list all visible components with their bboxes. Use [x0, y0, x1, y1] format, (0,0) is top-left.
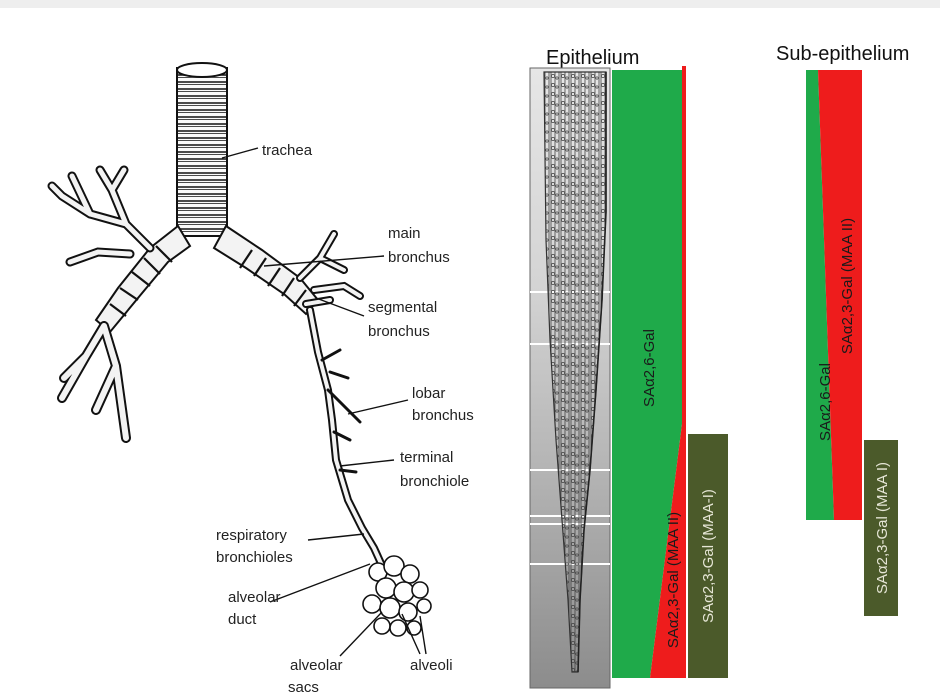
label-segmental-bronchus-1: segmental: [368, 299, 437, 316]
subepithelium-sa26-label: SAα2,6-Gal: [817, 363, 834, 441]
label-terminal-bronchiole-2: bronchiole: [400, 473, 469, 490]
label-respiratory-bronchioles-1: respiratory: [216, 527, 287, 544]
label-segmental-bronchus-2: bronchus: [368, 323, 430, 340]
left-lower-branches-fill: [62, 326, 126, 438]
label-alveolar-sacs-1: alveolar: [290, 657, 343, 674]
label-alveolar-sacs-2: sacs: [288, 679, 319, 696]
airway-labels: trachea main bronchus segmental bronchus…: [216, 142, 474, 696]
epithelium-sa23-maa1-label: SAα2,3-Gal (MAA-I): [700, 489, 717, 623]
label-terminal-bronchiole-1: terminal: [400, 449, 453, 466]
label-alveolar-duct-2: duct: [228, 611, 257, 628]
subepithelium-sa23-maa1-label: SAα2,3-Gal (MAA I): [874, 462, 891, 594]
epithelium-sa23-maa2-label: SAα2,3-Gal (MAA II): [665, 512, 682, 648]
label-lobar-bronchus-2: bronchus: [412, 407, 474, 424]
label-main-bronchus-1: main: [388, 225, 421, 242]
epithelium-tissue-column: [530, 68, 610, 688]
subepithelium-sa23-maa2-label: SAα2,3-Gal (MAA II): [839, 218, 856, 354]
trachea-tube: [177, 63, 227, 236]
epithelium-bars: SAα2,6-Gal SAα2,3-Gal (MAA II) SAα2,3-Ga…: [612, 66, 728, 678]
subepithelium-bars: SAα2,6-Gal SAα2,3-Gal (MAA II) SAα2,3-Ga…: [806, 70, 898, 616]
label-alveolar-duct-1: alveolar: [228, 589, 281, 606]
epithelium-sa26-label: SAα2,6-Gal: [641, 329, 658, 407]
label-main-bronchus-2: bronchus: [388, 249, 450, 266]
epithelium-title: Epithelium: [546, 47, 639, 69]
label-respiratory-bronchioles-2: bronchioles: [216, 549, 293, 566]
subepithelium-title: Sub-epithelium: [776, 43, 909, 65]
label-trachea: trachea: [262, 142, 313, 159]
label-lobar-bronchus-1: lobar: [412, 385, 445, 402]
label-alveoli: alveoli: [410, 657, 453, 674]
